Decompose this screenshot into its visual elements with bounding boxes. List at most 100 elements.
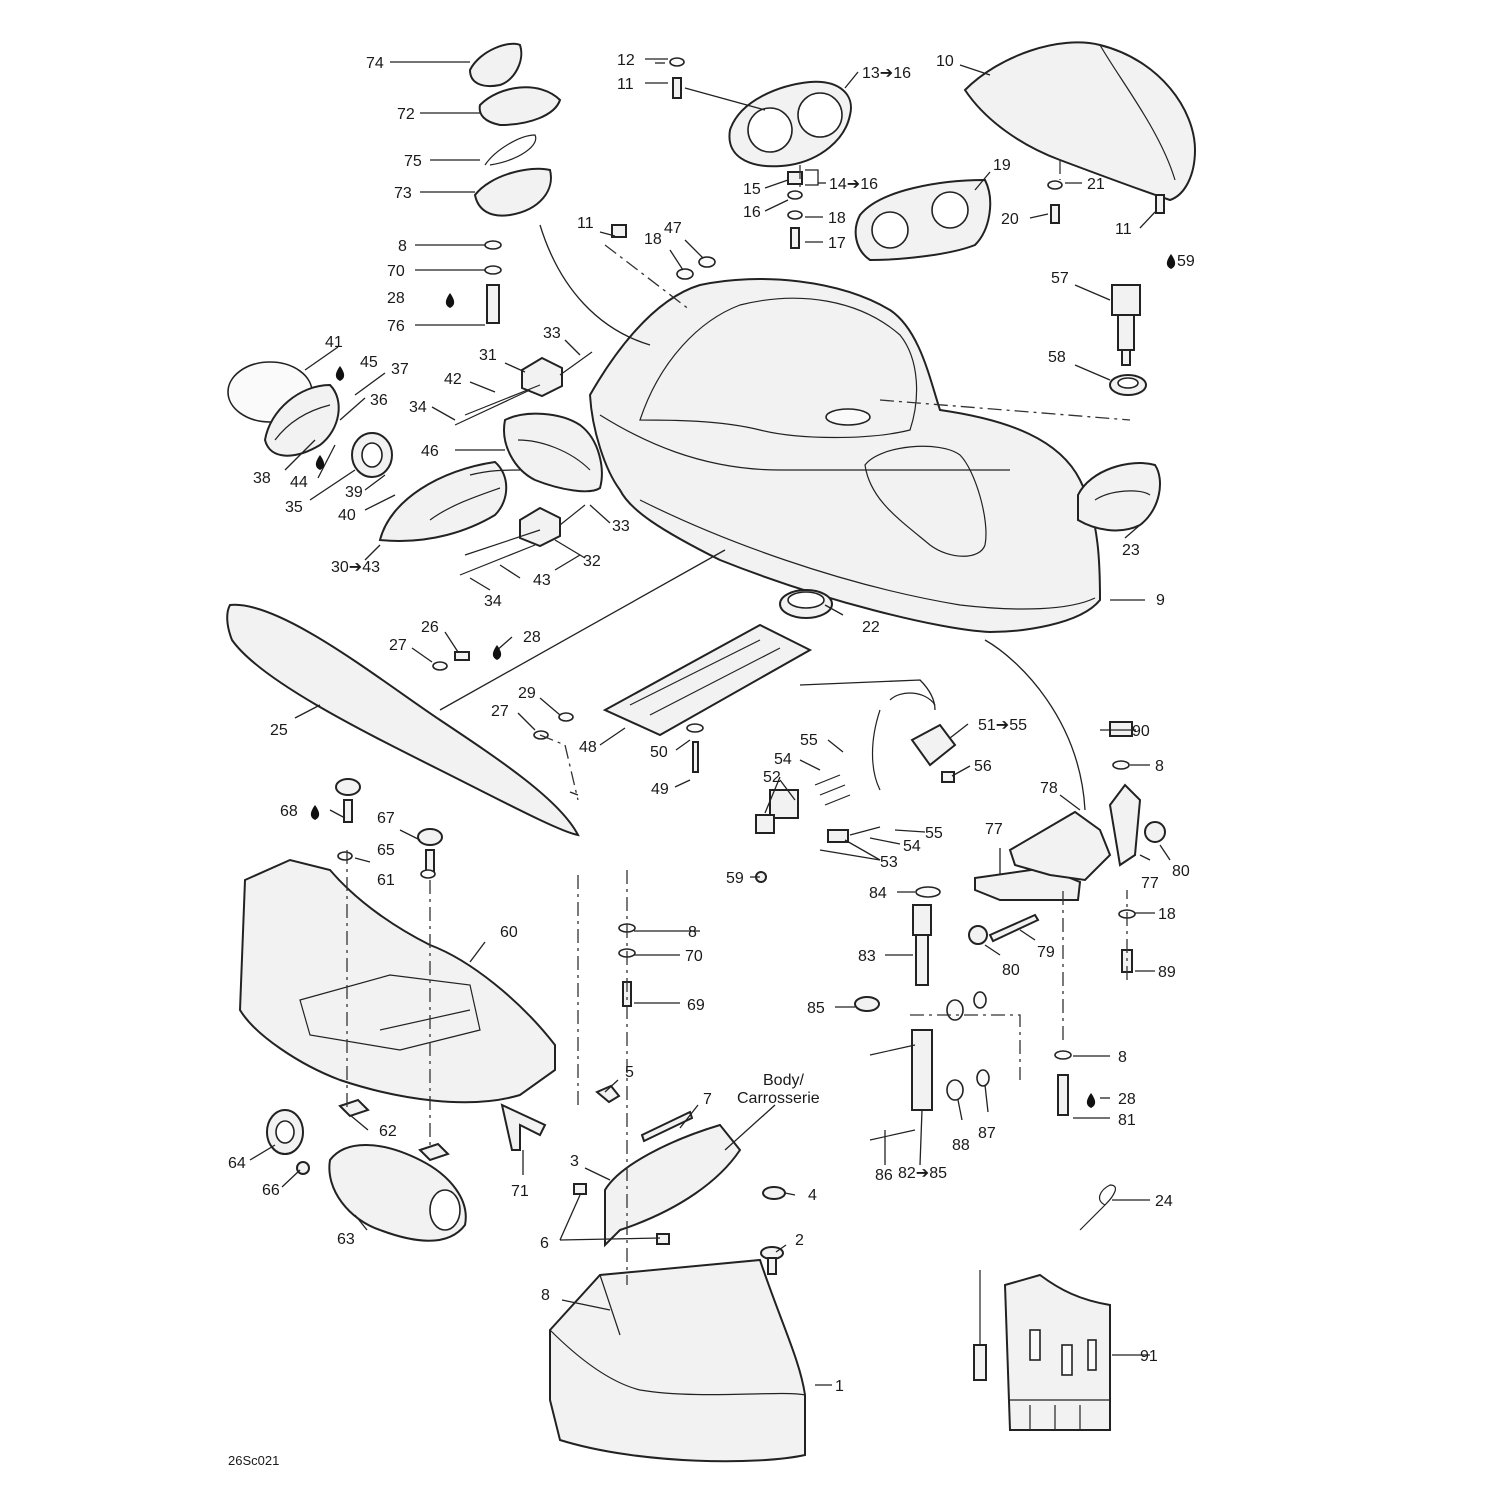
callout-11-c: 11 bbox=[577, 215, 594, 232]
callout-28-a: 28 bbox=[387, 290, 405, 307]
drop-icon bbox=[315, 455, 325, 470]
callout-36: 36 bbox=[370, 392, 388, 409]
callout-28-c: 28 bbox=[1118, 1091, 1136, 1108]
callout-27-a: 27 bbox=[389, 637, 407, 654]
callout-66: 66 bbox=[262, 1182, 280, 1199]
gauge-bezel-part-13 bbox=[728, 80, 852, 168]
callout-21: 21 bbox=[1087, 176, 1105, 193]
drop-icon bbox=[445, 293, 455, 308]
bracket-part-71 bbox=[500, 1103, 547, 1151]
tool-kit-part-91 bbox=[973, 1270, 1111, 1431]
callout-24: 24 bbox=[1155, 1193, 1173, 1210]
callout-30-43: 30➔43 bbox=[331, 559, 380, 576]
callout-11-a: 11 bbox=[617, 76, 634, 93]
callout-25: 25 bbox=[270, 722, 288, 739]
clip-part-84 bbox=[915, 886, 941, 898]
callout-40: 40 bbox=[338, 507, 356, 524]
callout-body-en: Body/ bbox=[763, 1072, 804, 1089]
callout-83: 83 bbox=[858, 948, 876, 965]
callout-44: 44 bbox=[290, 474, 308, 491]
handlebar-clamp-part-31 bbox=[521, 356, 563, 398]
storage-cover-part-23 bbox=[1077, 462, 1161, 532]
callout-42: 42 bbox=[444, 371, 462, 388]
fastener-part-2-4-6 bbox=[573, 1183, 786, 1275]
callout-4: 4 bbox=[808, 1187, 817, 1204]
suspension-bracket-part-78 bbox=[1008, 810, 1112, 882]
callout-54-a: 54 bbox=[774, 751, 792, 768]
muffler-cap-part-64 bbox=[266, 1109, 304, 1155]
side-ring-part-35 bbox=[351, 432, 393, 478]
filler-cap-part-57 bbox=[1111, 284, 1141, 366]
seal-ring-part-22 bbox=[779, 589, 833, 619]
callout-65: 65 bbox=[377, 842, 395, 859]
fastener-set-top bbox=[611, 57, 1165, 280]
bumper-part-65-67 bbox=[335, 778, 443, 879]
callout-41: 41 bbox=[325, 334, 343, 351]
callout-29: 29 bbox=[518, 685, 536, 702]
drop-icon bbox=[1086, 1093, 1096, 1108]
callout-70-a: 70 bbox=[387, 263, 405, 280]
callout-8-d: 8 bbox=[688, 924, 697, 941]
callout-34-b: 34 bbox=[484, 593, 502, 610]
callout-73: 73 bbox=[394, 185, 412, 202]
gauge-support-part-19 bbox=[854, 178, 992, 262]
callout-19: 19 bbox=[993, 157, 1011, 174]
callout-32: 32 bbox=[583, 553, 601, 570]
callout-62: 62 bbox=[379, 1123, 397, 1140]
callout-59-b: 59 bbox=[726, 870, 744, 887]
callout-18-c: 18 bbox=[1158, 906, 1176, 923]
callout-39: 39 bbox=[345, 484, 363, 501]
callout-47: 47 bbox=[664, 220, 682, 237]
callout-labels: 74 72 75 73 8 70 28 76 12 11 13➔16 15 14… bbox=[228, 52, 1195, 1468]
storage-bin-part-1 bbox=[549, 1258, 806, 1463]
callout-88: 88 bbox=[952, 1137, 970, 1154]
callout-69: 69 bbox=[687, 997, 705, 1014]
callout-55-b: 55 bbox=[925, 825, 943, 842]
callout-76: 76 bbox=[387, 318, 405, 335]
callout-8-c: 8 bbox=[1118, 1049, 1127, 1066]
callout-33-b: 33 bbox=[612, 518, 630, 535]
callout-89: 89 bbox=[1158, 964, 1176, 981]
body-deck-part-9 bbox=[588, 278, 1102, 634]
callout-48: 48 bbox=[579, 739, 597, 756]
bushing-part-80 bbox=[968, 821, 1166, 945]
assembly-lines bbox=[346, 160, 1131, 1285]
callout-85: 85 bbox=[807, 1000, 825, 1017]
callout-8-a: 8 bbox=[398, 238, 407, 255]
callout-38: 38 bbox=[253, 470, 271, 487]
rivet-part-49-50 bbox=[686, 723, 704, 773]
cover-plate-part-48 bbox=[602, 623, 813, 737]
callout-77-a: 77 bbox=[985, 821, 1003, 838]
handlebar-part-30 bbox=[378, 460, 508, 542]
callout-84: 84 bbox=[869, 885, 887, 902]
callout-20: 20 bbox=[1001, 211, 1019, 228]
muffler-part-63 bbox=[328, 1144, 467, 1242]
callout-8-e: 8 bbox=[541, 1287, 550, 1304]
callout-45: 45 bbox=[360, 354, 378, 371]
cable-part-75 bbox=[484, 134, 537, 166]
shock-absorber-part-83 bbox=[912, 904, 932, 986]
callout-11-b: 11 bbox=[1115, 221, 1132, 238]
grommet-part-58 bbox=[1109, 374, 1147, 396]
callout-18-b: 18 bbox=[644, 231, 662, 248]
callout-74: 74 bbox=[366, 55, 384, 72]
callout-82-85: 82➔85 bbox=[898, 1165, 947, 1182]
callout-8-b: 8 bbox=[1155, 758, 1164, 775]
callout-63: 63 bbox=[337, 1231, 355, 1248]
callout-body-fr: Carrosserie bbox=[737, 1090, 820, 1107]
callout-71: 71 bbox=[511, 1183, 529, 1200]
callout-80-a: 80 bbox=[1172, 863, 1190, 880]
bolt-part-7 bbox=[640, 1110, 694, 1143]
connector-part-52 bbox=[755, 789, 799, 834]
steering-cover-part-72 bbox=[478, 86, 562, 127]
callout-7: 7 bbox=[703, 1091, 712, 1108]
callout-5: 5 bbox=[625, 1064, 634, 1081]
callout-33-a: 33 bbox=[543, 325, 561, 342]
callout-75: 75 bbox=[404, 153, 422, 170]
callout-86: 86 bbox=[875, 1167, 893, 1184]
callout-60: 60 bbox=[500, 924, 518, 941]
steering-cover-part-74 bbox=[468, 42, 523, 88]
cap-part-5 bbox=[595, 1084, 621, 1104]
callout-3: 3 bbox=[570, 1153, 579, 1170]
